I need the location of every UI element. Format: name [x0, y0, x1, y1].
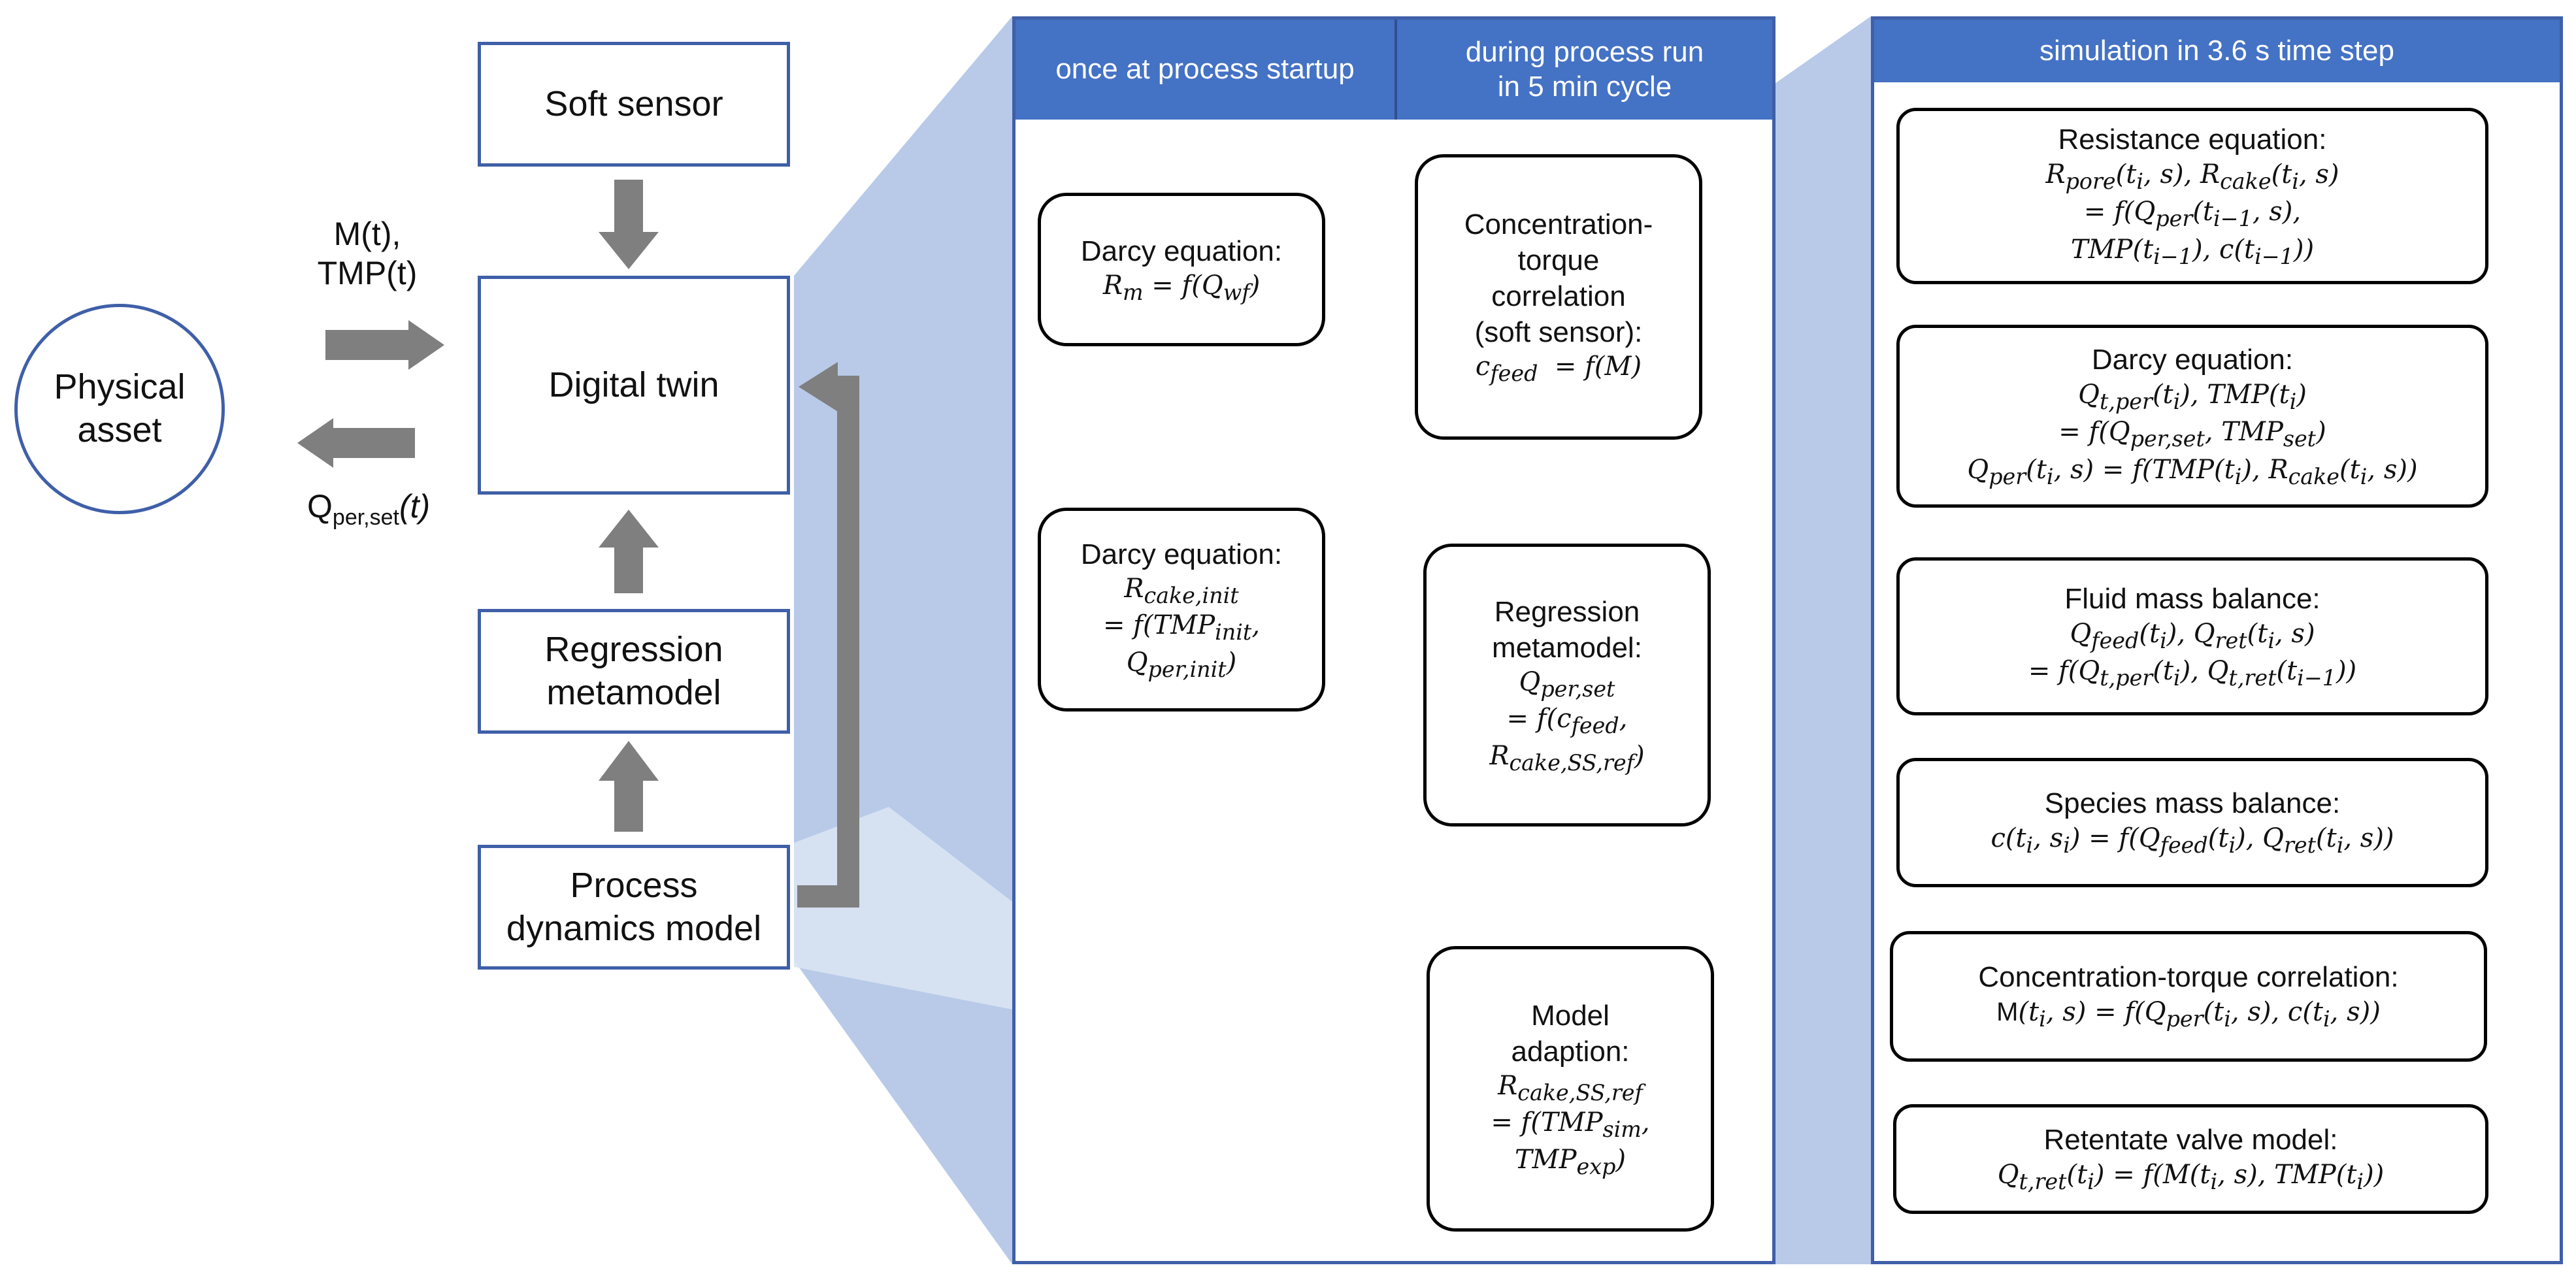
signal-in-label: M(t),TMP(t)	[317, 216, 418, 291]
signal-out-label: Qper,set(t)	[307, 488, 431, 530]
fluid-mass-balance-box: Fluid mass balance: Qfeed(ti), Qret(ti, …	[1896, 557, 2488, 715]
right-header: simulation in 3.6 s time step	[1874, 20, 2560, 82]
darcy-startup-eq: Rm = f(Qwf)	[1102, 270, 1261, 305]
physical-asset-line1: Physical	[54, 367, 186, 407]
arrow-soft-sensor-down	[599, 180, 659, 269]
arrow-regression-up	[599, 510, 659, 593]
soft-sensor-box: Soft sensor	[478, 42, 790, 167]
arrow-process-up	[599, 741, 659, 832]
species-mass-balance-box: Species mass balance: c(ti, si) = f(Qfee…	[1896, 758, 2488, 887]
darcy-equation-sim-box: Darcy equation: Qt,per(ti), TMP(ti) = f(…	[1896, 325, 2488, 508]
physical-asset-node: Physical asset	[14, 304, 225, 514]
darcy-equation-startup-box: Darcy equation: Rm = f(Qwf)	[1038, 193, 1325, 346]
retentate-valve-box: Retentate valve model: Qt,ret(ti) = f(M(…	[1893, 1104, 2488, 1214]
digital-twin-label: Digital twin	[548, 365, 719, 404]
soft-sensor-label: Soft sensor	[544, 84, 723, 123]
zoom-cone-left	[794, 16, 1012, 1264]
darcy-equation-init-box: Darcy equation: Rcake,init = f(TMPinit, …	[1038, 508, 1325, 712]
arrow-to-digital-twin	[325, 320, 444, 370]
physical-asset-line2: asset	[77, 410, 162, 450]
model-adaption-box: Model adaption: Rcake,SS,ref = f(TMPsim,…	[1427, 946, 1714, 1232]
resistance-equation-box: Resistance equation: Rpore(ti, s), Rcake…	[1896, 108, 2488, 284]
concentration-torque-sim-box: Concentration-torque correlation: M(ti, …	[1890, 931, 2487, 1062]
digital-twin-box: Digital twin	[478, 276, 790, 495]
arrow-process-to-twin	[797, 376, 859, 908]
arrow-to-physical-asset	[297, 418, 415, 468]
regression-metamodel-eq-box: Regression metamodel: Qper,set = f(cfeed…	[1423, 544, 1711, 826]
middle-header-left: once at process startup	[1016, 20, 1397, 120]
concentration-torque-box: Concentration- torque correlation (soft …	[1415, 154, 1702, 440]
zoom-cone-right	[1773, 16, 1871, 1264]
